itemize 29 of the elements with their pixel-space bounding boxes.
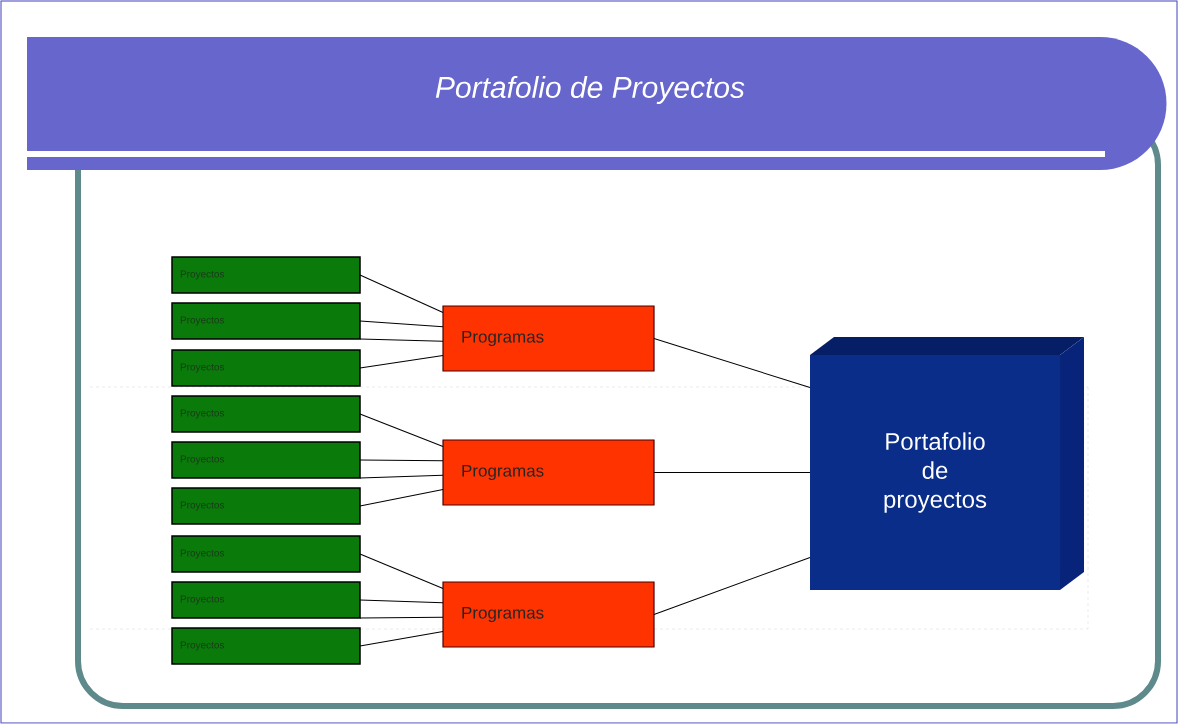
connector-line [359, 474, 444, 479]
connector-line [359, 355, 444, 369]
project-box: Proyectos [171, 581, 361, 619]
connector-line [359, 489, 444, 507]
connector-line [359, 599, 444, 604]
project-box: Proyectos [171, 395, 361, 433]
connector-line [359, 631, 444, 647]
project-box: Proyectos [171, 349, 361, 387]
project-box: Proyectos [171, 441, 361, 479]
project-box: Proyectos [171, 302, 361, 340]
connector-line [359, 413, 444, 447]
portfolio-cube: Portafolio de proyectos [810, 337, 1084, 590]
connector-line [359, 338, 444, 342]
connector-line [359, 320, 444, 328]
connector-line [653, 472, 811, 473]
connector-line [359, 274, 444, 313]
program-box: Programas [442, 439, 655, 506]
connector-line [359, 459, 444, 462]
program-box: Programas [442, 305, 655, 372]
program-box: Programas [442, 581, 655, 648]
project-box: Proyectos [171, 535, 361, 573]
project-box: Proyectos [171, 487, 361, 525]
connector-line [359, 616, 444, 619]
title: Portafolio de Proyectos [435, 76, 745, 104]
connector-line [359, 553, 444, 589]
project-box: Proyectos [171, 627, 361, 665]
connector-line [653, 557, 811, 615]
project-box: Proyectos [171, 256, 361, 294]
connector-line [653, 338, 811, 388]
